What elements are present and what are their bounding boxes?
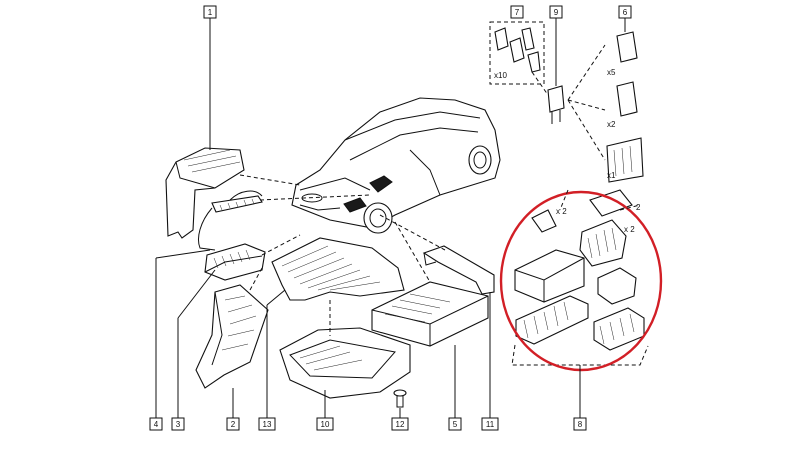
svg-text:5: 5 bbox=[453, 420, 458, 429]
part-6-connectors bbox=[531, 18, 644, 183]
car-illustration bbox=[291, 97, 501, 234]
qty-2: 2 bbox=[636, 203, 641, 212]
callout-4: 4 bbox=[149, 417, 163, 431]
part-7-connectors bbox=[489, 21, 545, 85]
part-10-tray bbox=[279, 327, 411, 399]
callout-7: 7 bbox=[510, 5, 524, 19]
callout-1: 1 bbox=[203, 5, 217, 19]
qty-x10: x10 bbox=[494, 71, 507, 80]
svg-text:10: 10 bbox=[321, 420, 330, 429]
part-3-relay-block bbox=[204, 243, 266, 281]
part-2-bracket bbox=[195, 284, 269, 389]
callout-2: 2 bbox=[226, 417, 240, 431]
svg-text:12: 12 bbox=[396, 420, 405, 429]
callout-9: 9 bbox=[549, 5, 563, 19]
svg-text:8: 8 bbox=[578, 420, 583, 429]
svg-text:13: 13 bbox=[263, 420, 272, 429]
callout-leaders bbox=[155, 18, 581, 418]
qty-x5: x5 bbox=[607, 68, 616, 77]
callout-6: 6 bbox=[618, 5, 632, 19]
svg-text:9: 9 bbox=[554, 8, 559, 17]
svg-text:4: 4 bbox=[154, 420, 159, 429]
part-1-cover bbox=[165, 147, 245, 239]
callout-5: 5 bbox=[448, 417, 462, 431]
svg-text:2: 2 bbox=[231, 420, 236, 429]
svg-text:11: 11 bbox=[486, 420, 495, 429]
part-12-screw bbox=[393, 389, 407, 408]
part-9-connector bbox=[547, 18, 565, 124]
callout-13: 13 bbox=[258, 417, 276, 431]
leader-lines bbox=[239, 174, 641, 336]
qty-x2-clip: x 2 bbox=[556, 207, 567, 216]
highlight-ellipse bbox=[499, 190, 663, 372]
qty-x1: x1 bbox=[607, 171, 616, 180]
callout-3: 3 bbox=[171, 417, 185, 431]
svg-text:1: 1 bbox=[208, 8, 213, 17]
part-11-bracket bbox=[422, 245, 495, 295]
callout-8: 8 bbox=[573, 417, 587, 431]
part-5-ecu-box bbox=[371, 281, 489, 347]
qty-x2-relay: x 2 bbox=[624, 225, 635, 234]
svg-text:7: 7 bbox=[515, 8, 520, 17]
callout-10: 10 bbox=[316, 417, 334, 431]
callout-11: 11 bbox=[481, 417, 499, 431]
svg-text:6: 6 bbox=[623, 8, 628, 17]
svg-text:3: 3 bbox=[176, 420, 181, 429]
qty-x2-connector: x2 bbox=[607, 120, 616, 129]
part-8-fuse-box bbox=[511, 189, 649, 366]
part-13-tray-cover bbox=[271, 237, 405, 301]
callout-12: 12 bbox=[391, 417, 409, 431]
fuse-strip bbox=[198, 190, 263, 251]
